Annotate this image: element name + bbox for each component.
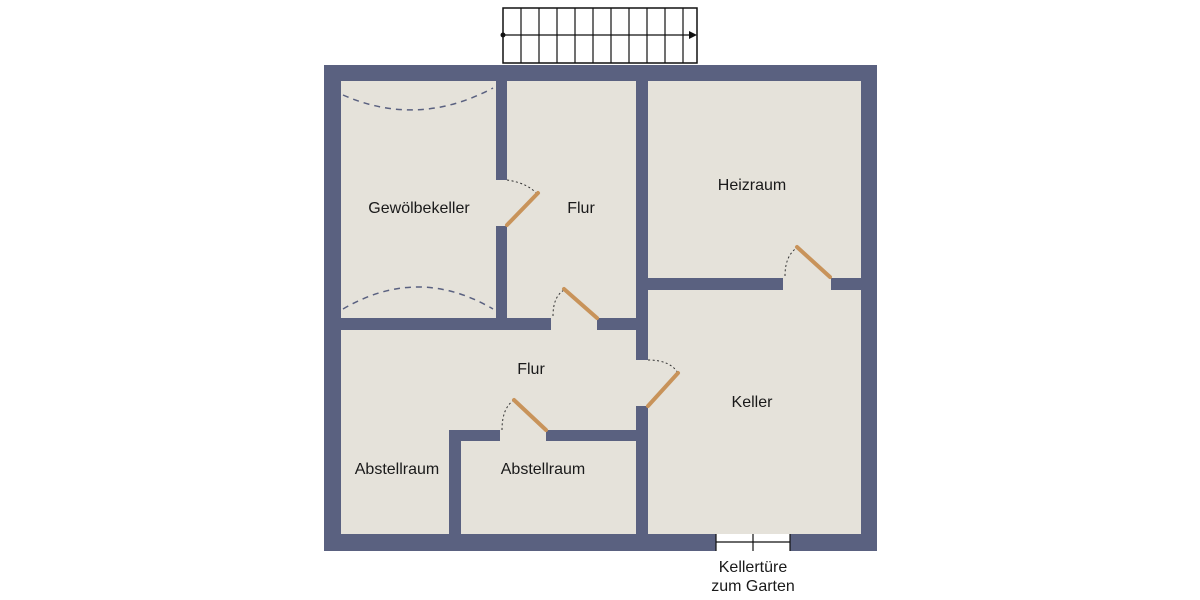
exit-caption-line1: Kellertüre	[719, 559, 788, 576]
doors	[501, 179, 832, 432]
room-label-flur-upper: Flur	[567, 200, 595, 217]
room-label-gewoelbekeller: Gewölbekeller	[368, 200, 470, 217]
garden-door	[715, 534, 791, 551]
room-label-keller: Keller	[732, 394, 774, 411]
room-label-abstellraum-left: Abstellraum	[355, 461, 439, 478]
exit-caption-line2: zum Garten	[711, 578, 795, 595]
room-floors	[341, 81, 861, 534]
room-label-abstellraum-right: Abstellraum	[501, 461, 585, 478]
room-label-heizraum: Heizraum	[718, 177, 786, 194]
room-label-flur-lower: Flur	[517, 361, 545, 378]
staircase	[500, 7, 698, 64]
vault-arcs	[342, 87, 494, 310]
